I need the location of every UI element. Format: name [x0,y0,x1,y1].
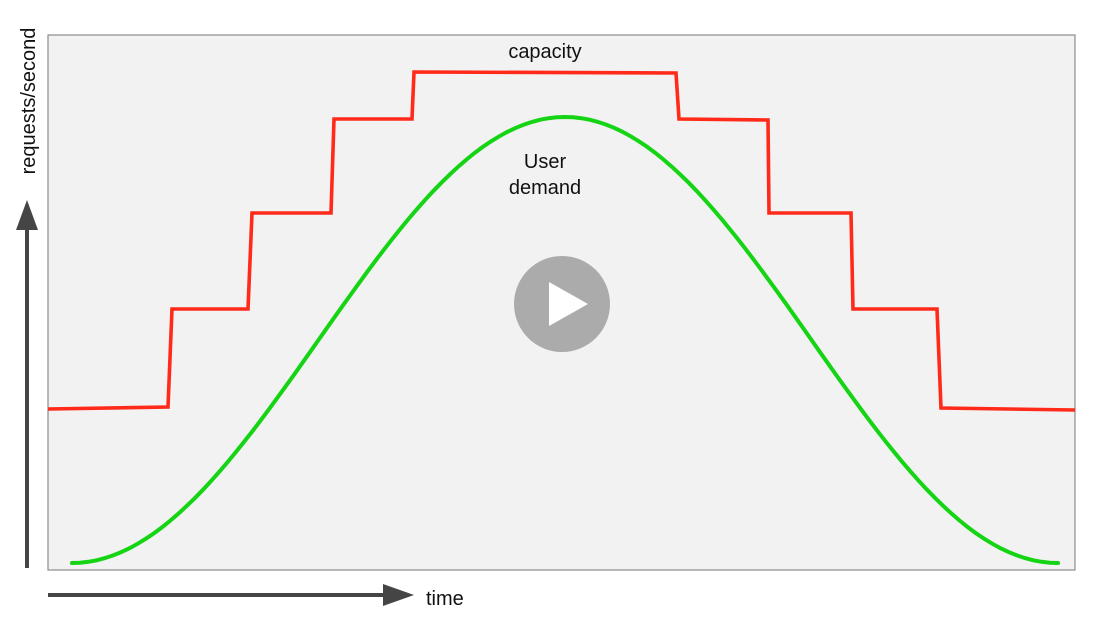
y-axis-label: requests/second [18,28,40,175]
user-demand-curve [70,114,1060,565]
play-icon[interactable] [549,282,588,326]
x-axis-label: time [426,588,464,610]
y-axis-arrow [16,200,38,568]
capacity-label: capacity [508,41,581,63]
capacity-step-line [47,70,1076,412]
user-demand-label-line2: demand [509,177,581,199]
user-demand-label-line1: User [524,151,567,173]
play-button[interactable] [514,256,610,352]
x-axis-arrow [48,584,414,606]
